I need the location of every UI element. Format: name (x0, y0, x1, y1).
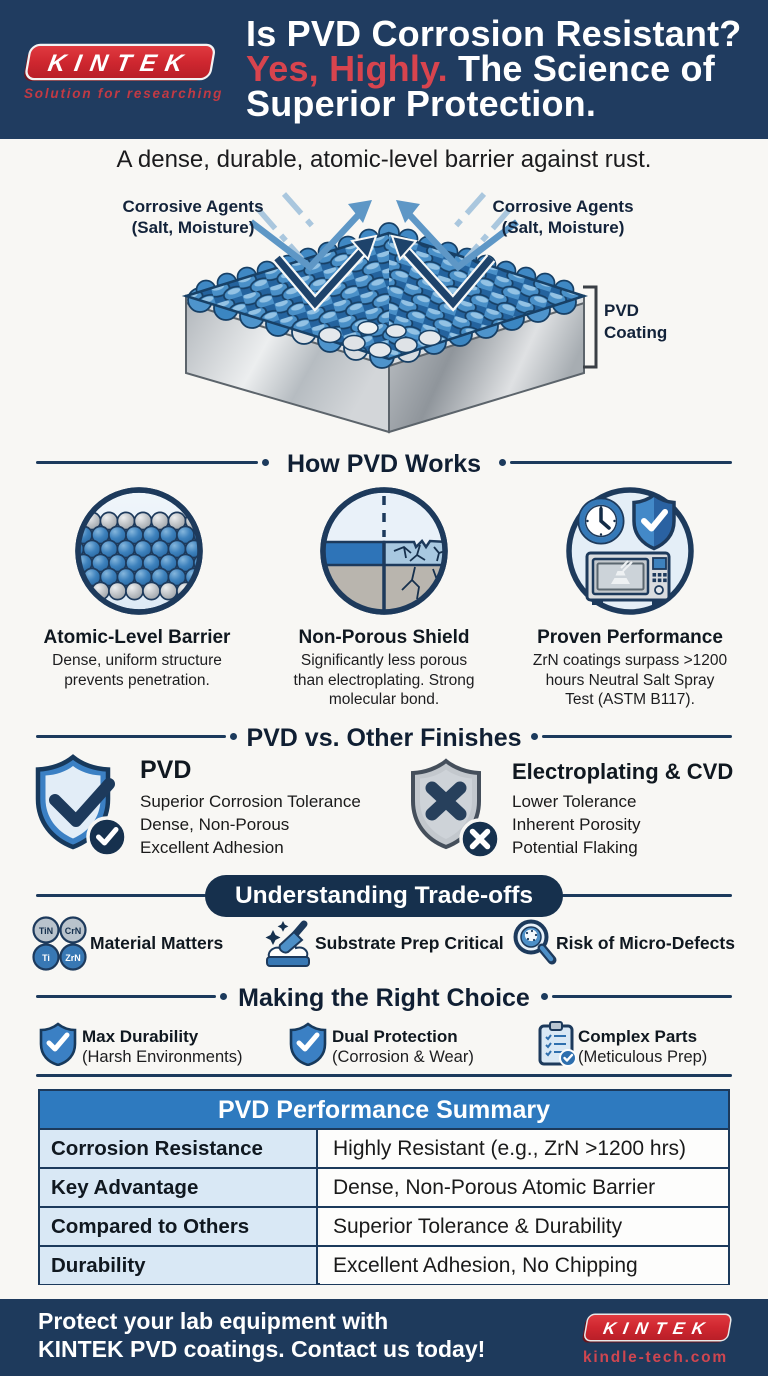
svg-text:Ti: Ti (42, 953, 50, 963)
svg-text:ZrN: ZrN (65, 953, 81, 963)
svg-text:TiN: TiN (39, 926, 53, 936)
svg-text:KINTEK: KINTEK (46, 50, 194, 77)
svg-text:CrN: CrN (65, 926, 82, 936)
svg-text:kindle-tech.com: kindle-tech.com (583, 1349, 728, 1366)
svg-text:KINTEK: KINTEK (602, 1318, 714, 1338)
svg-text:Solution for researching: Solution for researching (24, 86, 223, 101)
